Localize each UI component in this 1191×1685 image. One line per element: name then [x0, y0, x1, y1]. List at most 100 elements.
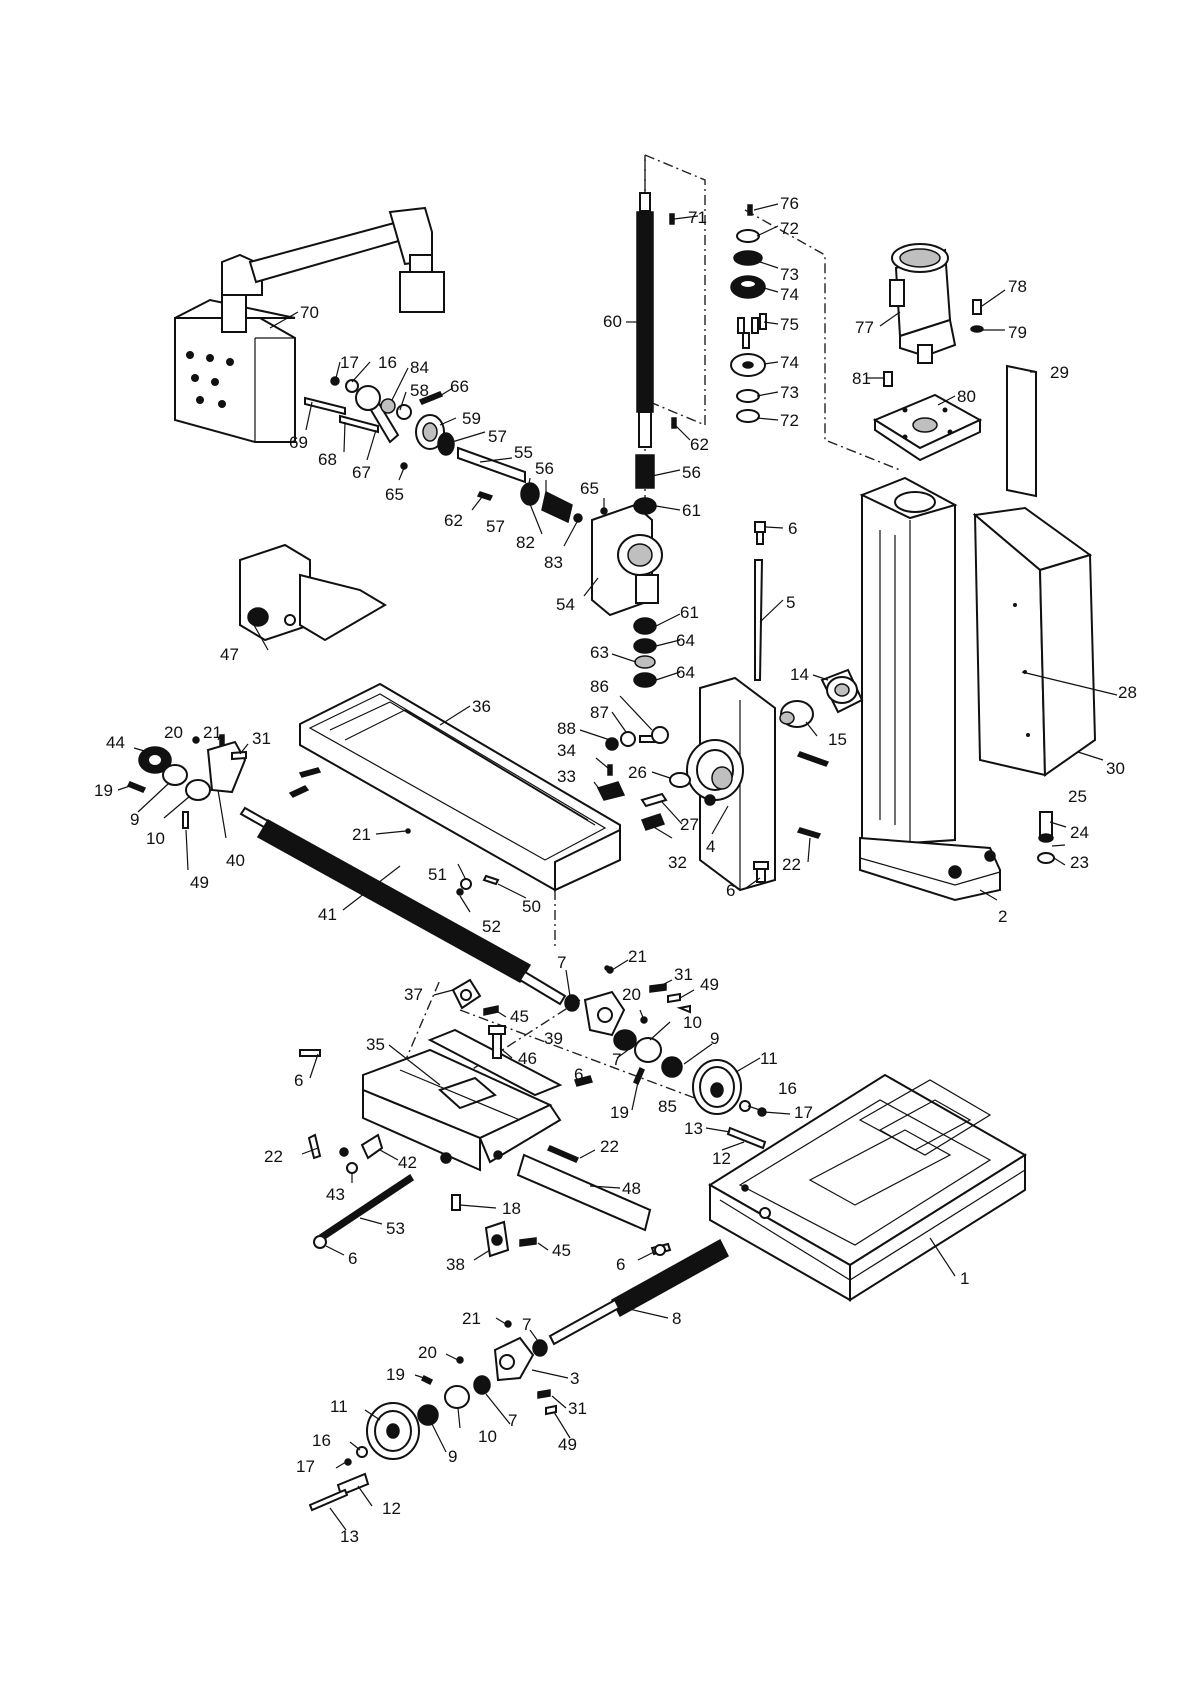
callout-12: 12	[712, 1149, 731, 1168]
callout-49: 49	[190, 873, 209, 892]
callout-57: 57	[486, 517, 505, 536]
callout-3: 3	[570, 1369, 579, 1388]
callout-70: 70	[300, 303, 319, 322]
callout-64: 64	[676, 663, 695, 682]
callout-16: 16	[778, 1079, 797, 1098]
callout-18: 18	[502, 1199, 521, 1218]
part-29-label-plate	[1006, 364, 1037, 498]
callout-11: 11	[760, 1049, 778, 1068]
callout-31: 31	[252, 729, 271, 748]
leader-lines	[117, 203, 1118, 1531]
callout-29: 29	[1050, 363, 1069, 382]
callout-labels: 70 17 16 84 58 66 59 57 69 68 67 65 55 5…	[94, 194, 1137, 1546]
callout-22: 22	[264, 1147, 283, 1166]
callout-48: 48	[622, 1179, 641, 1198]
part-14-15-eccentric-bushing	[779, 668, 864, 767]
callout-63: 63	[590, 643, 609, 662]
handle-assembly	[304, 376, 608, 524]
callout-53: 53	[386, 1219, 405, 1238]
callout-9: 9	[448, 1447, 457, 1466]
callout-50: 50	[522, 897, 541, 916]
callout-23: 23	[1070, 853, 1089, 872]
callout-32: 32	[668, 853, 687, 872]
callout-76: 76	[780, 194, 799, 213]
fasteners-78-79-81	[883, 299, 984, 387]
callout-71: 71	[688, 208, 707, 227]
part-54-head-bracket	[591, 503, 663, 617]
callout-44: 44	[106, 733, 125, 752]
callout-21: 21	[628, 947, 647, 966]
callout-7: 7	[522, 1315, 531, 1334]
callout-74: 74	[780, 285, 799, 304]
callout-65: 65	[580, 479, 599, 498]
callout-20: 20	[164, 723, 183, 742]
callout-31: 31	[674, 965, 693, 984]
callout-54: 54	[556, 595, 575, 614]
callout-10: 10	[478, 1427, 497, 1446]
callout-59: 59	[462, 409, 481, 428]
callout-14: 14	[790, 665, 809, 684]
callout-45: 45	[552, 1241, 571, 1260]
callout-22: 22	[782, 855, 801, 874]
saddle-fasteners	[596, 726, 1055, 883]
callout-4: 4	[706, 837, 715, 856]
callout-86: 86	[590, 677, 609, 696]
right-handwheel-group	[583, 965, 767, 1150]
callout-16: 16	[312, 1431, 331, 1450]
part-70-control-box-arm	[174, 206, 445, 443]
callout-15: 15	[828, 730, 847, 749]
callout-12: 12	[382, 1499, 401, 1518]
callout-7: 7	[612, 1050, 621, 1069]
callout-39: 39	[544, 1029, 563, 1048]
callout-62: 62	[690, 435, 709, 454]
callout-26: 26	[628, 763, 647, 782]
callout-20: 20	[622, 985, 641, 1004]
callout-10: 10	[683, 1013, 702, 1032]
callout-6: 6	[574, 1065, 583, 1084]
callout-21: 21	[352, 825, 371, 844]
part-47-power-feed	[239, 543, 387, 642]
part-8-cross-leadscrew	[532, 1238, 729, 1357]
callout-20: 20	[418, 1343, 437, 1362]
part-35-cross-saddle	[362, 1028, 563, 1172]
callout-49: 49	[700, 975, 719, 994]
callout-61: 61	[682, 501, 701, 520]
callout-35: 35	[366, 1035, 385, 1054]
bottom-handwheel-group	[308, 1320, 557, 1512]
callout-47: 47	[220, 645, 239, 664]
callout-19: 19	[386, 1365, 405, 1384]
callout-17: 17	[296, 1457, 315, 1476]
callout-67: 67	[352, 463, 371, 482]
callout-21: 21	[462, 1309, 481, 1328]
callout-22: 22	[600, 1137, 619, 1156]
callout-25: 25	[1068, 787, 1087, 806]
callout-82: 82	[516, 533, 535, 552]
callout-9: 9	[130, 810, 139, 829]
callout-21: 21	[203, 723, 222, 742]
callout-65: 65	[385, 485, 404, 504]
callout-46: 46	[518, 1049, 537, 1068]
callout-7: 7	[508, 1411, 517, 1430]
callout-38: 38	[446, 1255, 465, 1274]
callout-30: 30	[1106, 759, 1125, 778]
part-60-vertical-leadscrew	[633, 192, 677, 688]
callout-83: 83	[544, 553, 563, 572]
callout-69: 69	[289, 433, 308, 452]
callout-28: 28	[1118, 683, 1137, 702]
callout-74: 74	[780, 353, 799, 372]
callout-45: 45	[510, 1007, 529, 1026]
callout-16: 16	[378, 353, 397, 372]
callout-60: 60	[603, 312, 622, 331]
callout-73: 73	[780, 383, 799, 402]
callout-17: 17	[340, 353, 359, 372]
callout-64: 64	[676, 631, 695, 650]
callout-81: 81	[852, 369, 871, 388]
callout-72: 72	[780, 219, 799, 238]
callout-6: 6	[726, 881, 735, 900]
callout-72: 72	[780, 411, 799, 430]
callout-33: 33	[557, 767, 576, 786]
callout-68: 68	[318, 450, 337, 469]
callout-49: 49	[558, 1435, 577, 1454]
callout-6: 6	[788, 519, 797, 538]
